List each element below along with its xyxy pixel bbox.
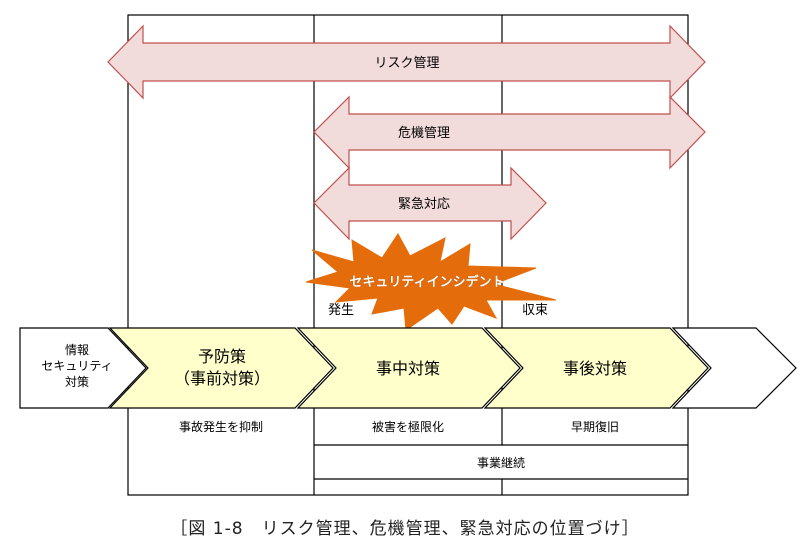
emergency-response-arrow: 緊急対応 (313, 166, 547, 241)
crisis-management-arrow: 危機管理 (313, 95, 706, 170)
occurrence-label: 発生 (328, 303, 354, 318)
chevron-during (296, 327, 521, 409)
prevention-line1: 予防策 (198, 347, 246, 366)
chevron-trailing (671, 327, 797, 409)
outcome-suppress: 事故発生を抑制 (179, 419, 263, 434)
info-security-line2: セキュリティ (41, 359, 112, 373)
emergency-arrow-label: 緊急対応 (398, 197, 450, 212)
crisis-arrow-label: 危機管理 (398, 126, 450, 141)
outcome-minimize: 被害を極限化 (372, 419, 444, 434)
risk-management-arrow: リスク管理 (107, 24, 706, 100)
outcomes: 事故発生を抑制 被害を極限化 早期復旧 事業継続 (179, 419, 619, 470)
chevron-info-security (19, 327, 147, 409)
incident-title: セキュリティインシデント (349, 274, 504, 290)
security-incident-burst: セキュリティインシデント (305, 233, 557, 331)
during-label: 事中対策 (376, 359, 440, 378)
figure-caption: ［図 1-8 リスク管理、危機管理、緊急対応の位置づけ］ (170, 519, 640, 539)
info-security-line1: 情報 (65, 343, 89, 357)
chevron-prevention (108, 327, 334, 409)
prevention-line2: （事前対策） (174, 369, 270, 388)
convergence-label: 収束 (522, 303, 548, 318)
burst-shape (305, 233, 557, 331)
risk-arrow-label: リスク管理 (374, 56, 439, 71)
crisis-arrow-shape (313, 95, 706, 170)
process-chevrons: 情報 セキュリティ 対策 予防策 （事前対策） 事中対策 事後対策 (19, 327, 797, 409)
chevron-after (483, 327, 709, 409)
outcome-recovery: 早期復旧 (571, 419, 619, 434)
outer-frame (127, 14, 689, 496)
emergency-arrow-shape (313, 166, 547, 241)
risk-arrow-shape (107, 24, 706, 100)
after-label: 事後対策 (563, 359, 627, 378)
outcome-continuity: 事業継続 (477, 455, 525, 470)
info-security-line3: 対策 (65, 375, 89, 389)
